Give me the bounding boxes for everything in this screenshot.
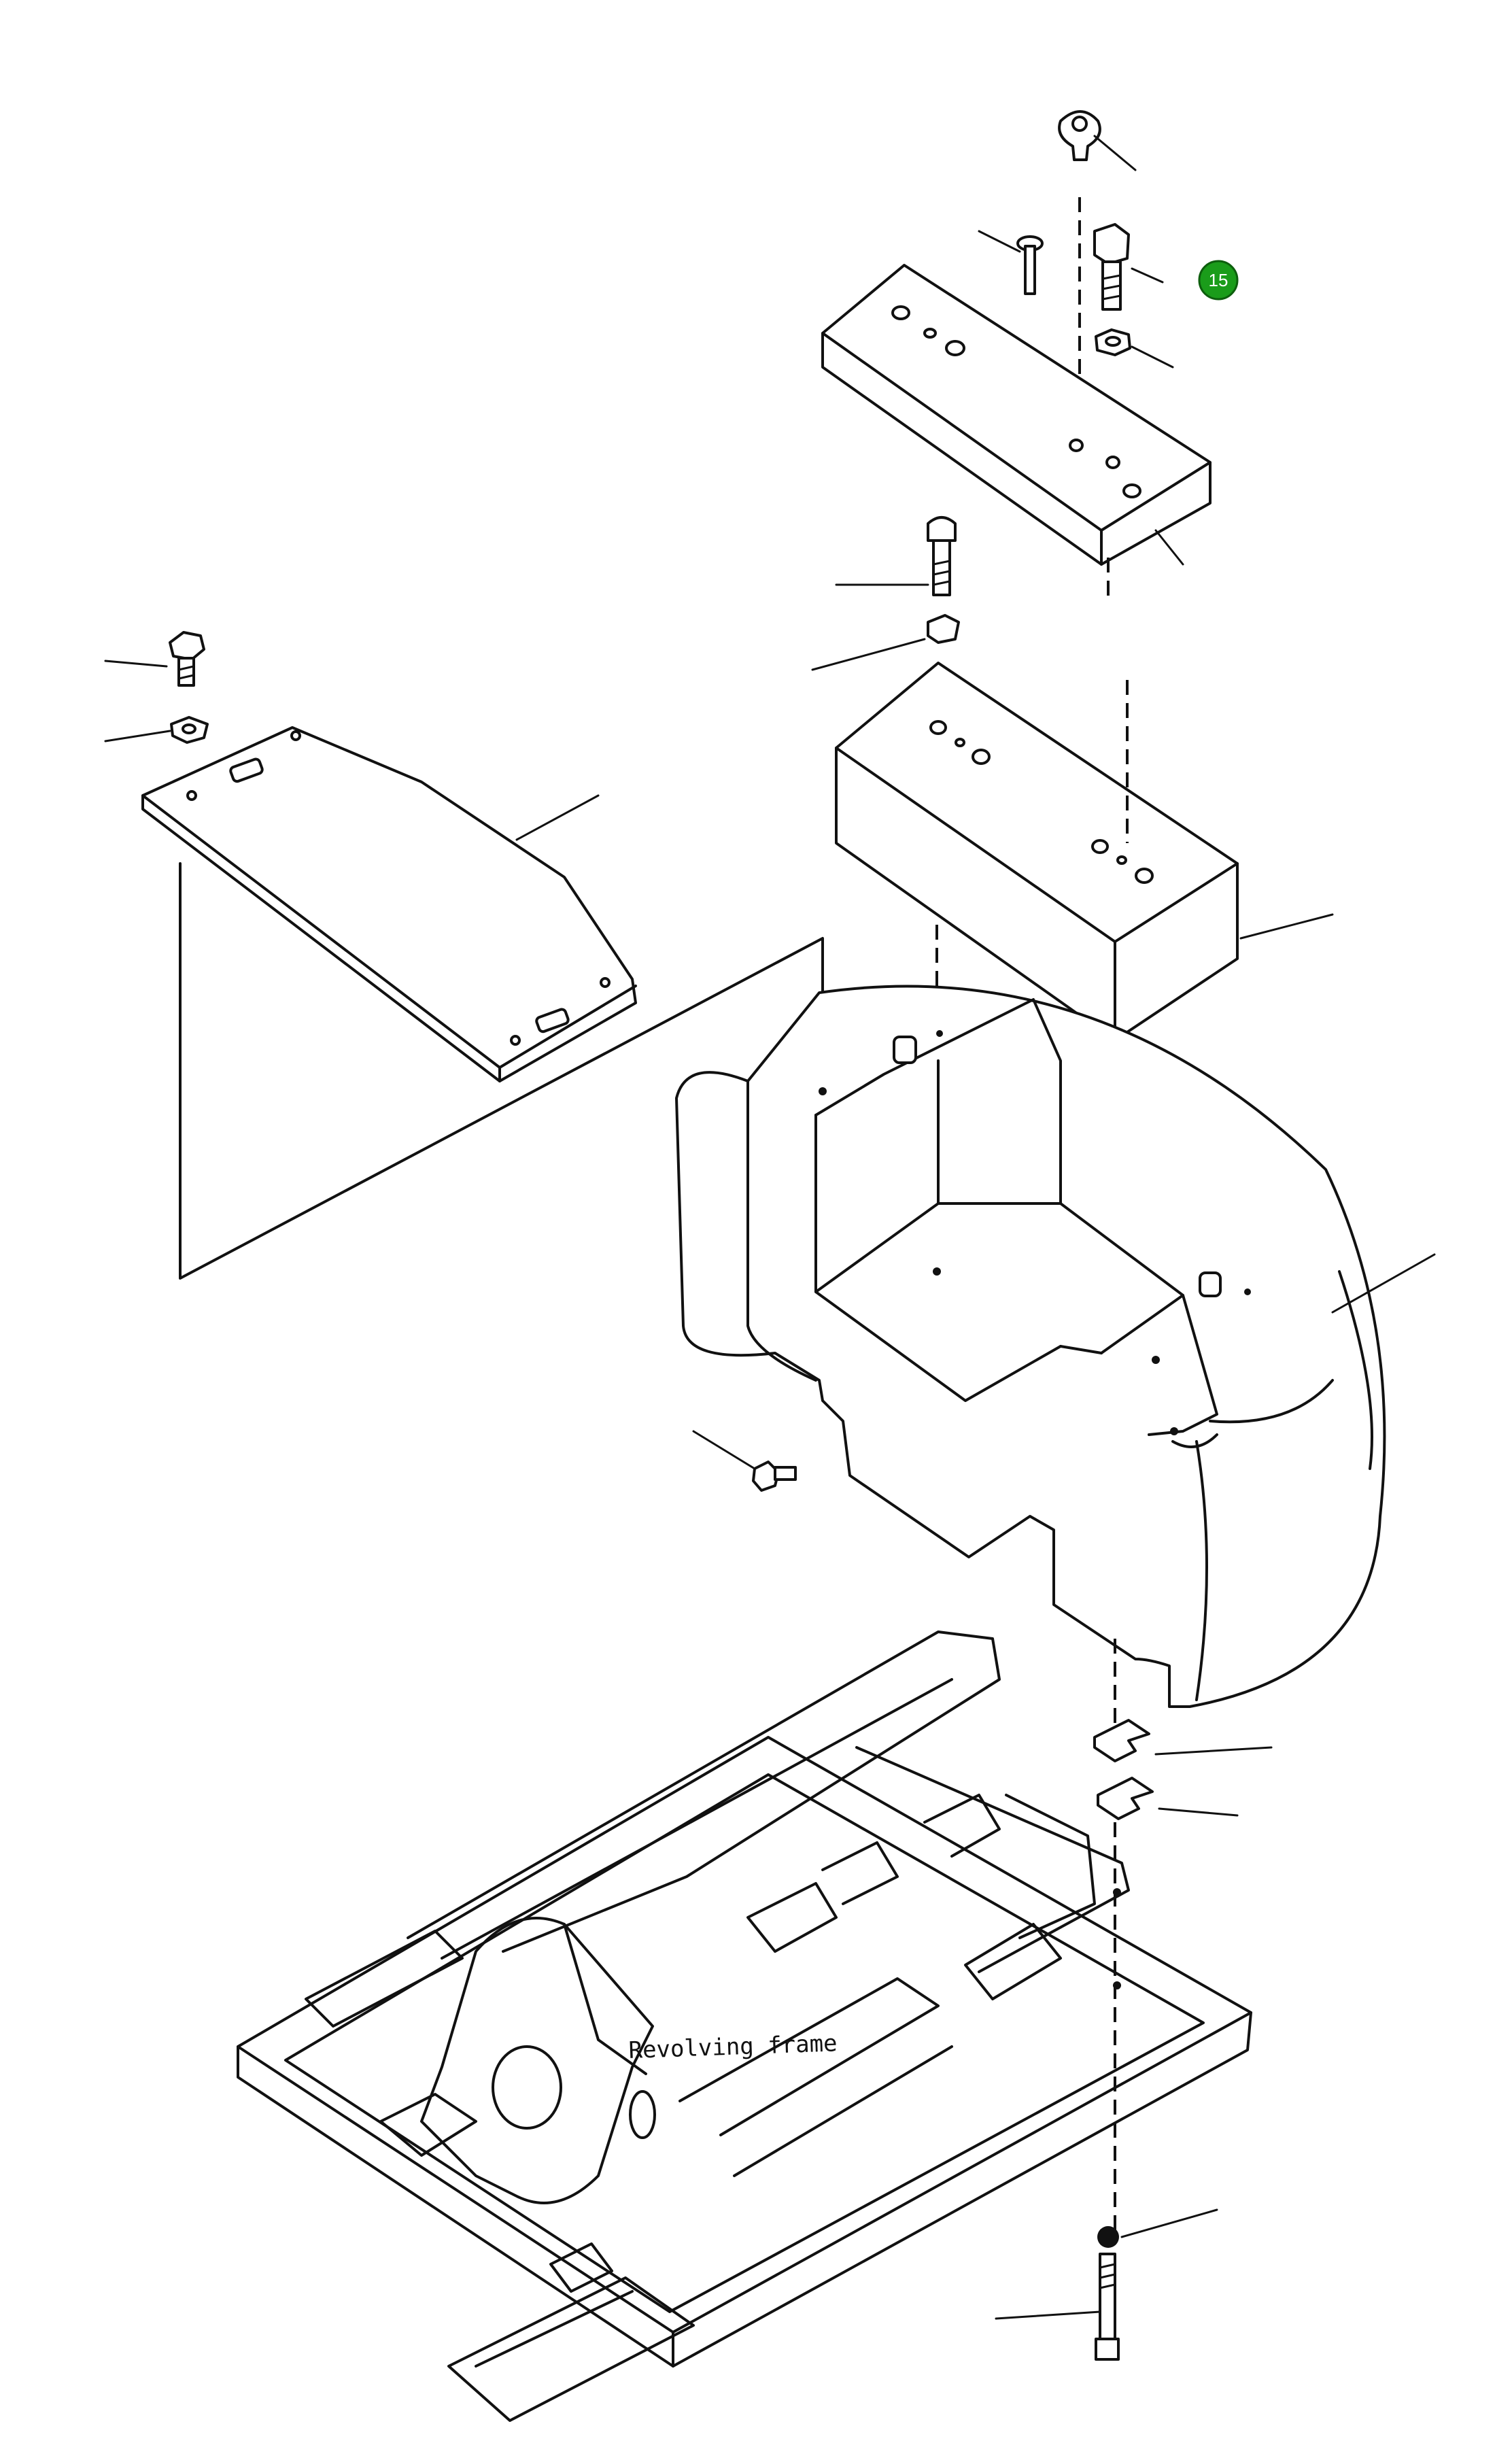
counterweight-housing[interactable] bbox=[675, 985, 1386, 1708]
bolt-part[interactable] bbox=[1095, 2253, 1120, 2361]
shim-part[interactable] bbox=[1093, 1719, 1150, 1762]
projection-line bbox=[179, 862, 824, 1280]
leader-line bbox=[515, 794, 600, 841]
leader-line bbox=[1120, 2208, 1218, 2238]
leader-line bbox=[978, 230, 1021, 253]
hex-bolt-part[interactable] bbox=[752, 1460, 797, 1492]
callout-badge-15[interactable]: 15 bbox=[1198, 260, 1239, 301]
leader-line bbox=[995, 2310, 1101, 2320]
eye-bolt-part[interactable] bbox=[1058, 110, 1101, 161]
hex-bolt-part[interactable] bbox=[169, 631, 205, 687]
counterweight-block[interactable] bbox=[835, 662, 1239, 1042]
leader-line bbox=[1093, 135, 1137, 171]
counterweight-plate-top[interactable] bbox=[821, 264, 1212, 566]
leader-line bbox=[1239, 913, 1334, 940]
leader-line bbox=[1158, 1807, 1239, 1817]
washer-part[interactable] bbox=[170, 716, 209, 744]
callout-number: 15 bbox=[1209, 270, 1228, 290]
cover-plate[interactable] bbox=[141, 726, 637, 1082]
leader-line bbox=[1131, 345, 1174, 369]
leader-line bbox=[811, 638, 926, 671]
hex-bolt-part[interactable] bbox=[927, 516, 957, 596]
leader-line bbox=[1331, 1253, 1436, 1314]
leader-line bbox=[104, 730, 171, 742]
leader-line bbox=[1154, 529, 1184, 566]
washer-part[interactable] bbox=[927, 614, 960, 644]
leader-line bbox=[1131, 267, 1164, 284]
hex-bolt-part[interactable] bbox=[1093, 223, 1130, 311]
leader-line bbox=[1154, 1746, 1273, 1756]
frame-label: Revolving frame bbox=[628, 2030, 838, 2064]
nut-part[interactable] bbox=[1095, 328, 1131, 356]
shim-part[interactable] bbox=[1097, 1777, 1154, 1820]
pin-part[interactable] bbox=[1016, 235, 1044, 295]
leader-line bbox=[692, 1430, 756, 1470]
leader-line bbox=[104, 660, 168, 668]
nut-part[interactable] bbox=[1097, 2226, 1119, 2248]
